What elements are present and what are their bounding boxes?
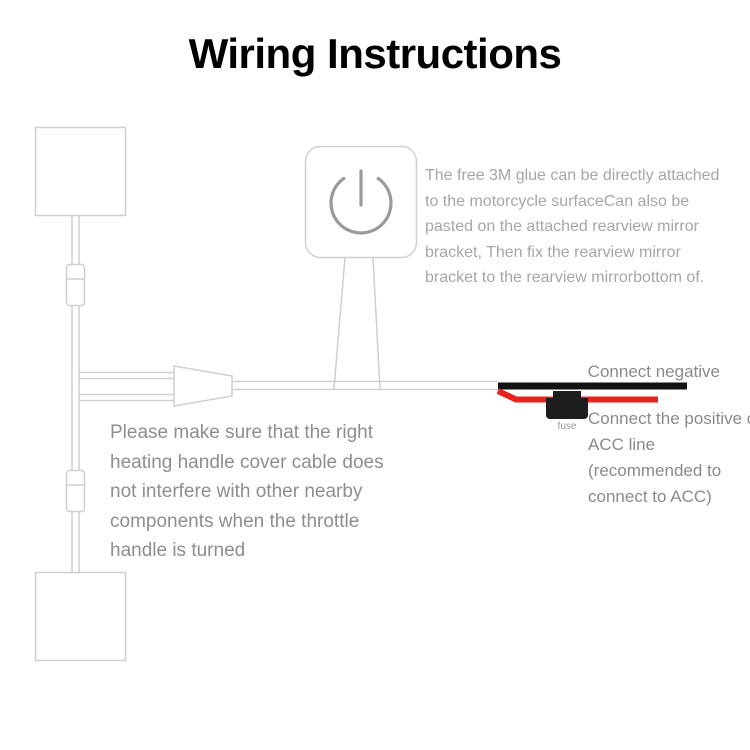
positive-wire-label: Connect the positive or ACC line (recomm…	[588, 409, 750, 506]
switch-mounting-note: The free 3M glue can be directly attache…	[425, 167, 720, 286]
negative-wire-label: Connect negative	[587, 362, 720, 381]
cable-connector-bottom	[65, 469, 86, 513]
bottom-grip-box	[34, 571, 127, 662]
positive-wire	[496, 388, 658, 403]
cable-connector-top	[65, 263, 86, 307]
left-cable	[71, 215, 80, 573]
fuse-component	[546, 391, 588, 419]
power-icon	[329, 169, 393, 235]
top-grip-box	[34, 126, 127, 217]
fuse-label: fuse	[557, 421, 577, 432]
y-splitter-connector	[173, 365, 233, 407]
handle-caution-note: Please make sure that the right heating …	[110, 422, 384, 561]
output-cable	[232, 380, 498, 391]
page-title: Wiring Instructions	[188, 30, 562, 77]
harness-branch-cables	[79, 371, 174, 402]
switch-cable	[333, 257, 381, 390]
